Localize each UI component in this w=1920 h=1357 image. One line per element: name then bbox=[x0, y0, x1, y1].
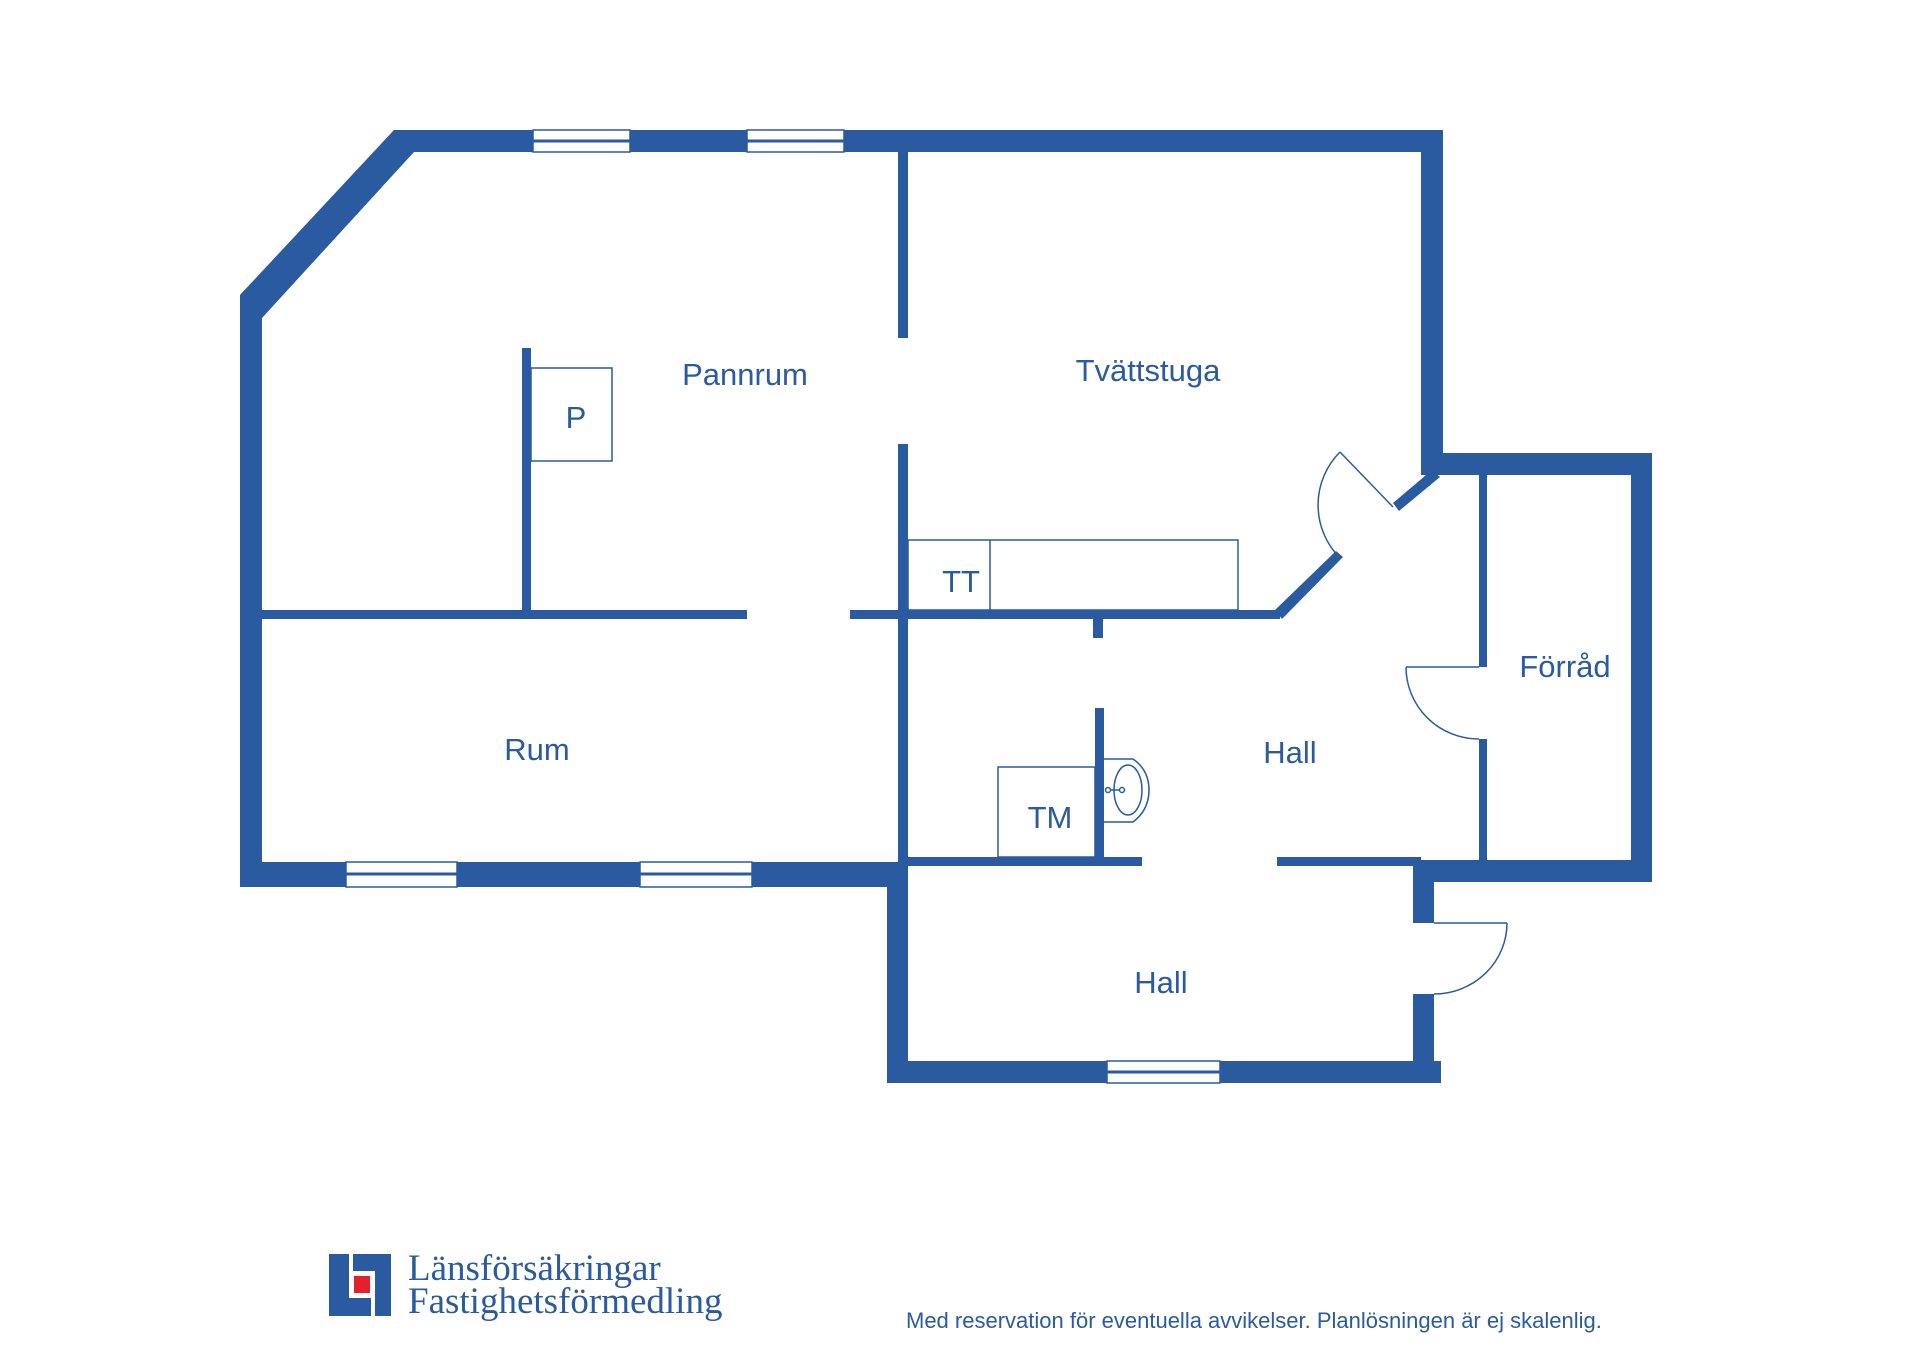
room-labels: Pannrum Tvättstuga Rum Hall Förråd Hall … bbox=[504, 353, 1610, 1000]
fixture-label-tm: TM bbox=[1028, 800, 1073, 835]
brand-name: Länsförsäkringar Fastighetsförmedling bbox=[408, 1248, 723, 1322]
fixture-label-tt: TT bbox=[942, 564, 980, 599]
brand-line-1: Länsförsäkringar bbox=[408, 1248, 661, 1289]
washing-machine-box bbox=[997, 766, 1096, 858]
door-swing-forrad bbox=[1405, 666, 1480, 740]
room-label-tvattstuga: Tvättstuga bbox=[1076, 353, 1221, 388]
fixture-label-p: P bbox=[566, 400, 587, 435]
doors bbox=[1317, 451, 1508, 995]
sink-icon bbox=[1104, 758, 1150, 823]
room-label-rum: Rum bbox=[504, 732, 569, 767]
room-label-forrad: Förråd bbox=[1519, 649, 1610, 684]
room-label-hall-inner: Hall bbox=[1263, 735, 1316, 770]
brand-line-2: Fastighetsförmedling bbox=[408, 1281, 723, 1322]
laundry-counter bbox=[907, 539, 1239, 611]
disclaimer-text: Med reservation för eventuella avvikelse… bbox=[906, 1308, 1602, 1333]
lansforsakringar-logo bbox=[329, 1254, 391, 1316]
exterior-walls bbox=[240, 130, 1652, 1083]
boiler-box bbox=[530, 367, 613, 462]
door-swing-diagonal bbox=[1317, 451, 1341, 559]
fixtures bbox=[530, 367, 1239, 858]
room-label-hall-entry: Hall bbox=[1134, 965, 1187, 1000]
room-label-pannrum: Pannrum bbox=[682, 357, 808, 392]
interior-walls bbox=[262, 152, 1487, 866]
windows bbox=[345, 129, 1221, 1084]
door-swing-entrance bbox=[1433, 922, 1508, 995]
door-leaf-diagonal bbox=[1339, 451, 1394, 508]
